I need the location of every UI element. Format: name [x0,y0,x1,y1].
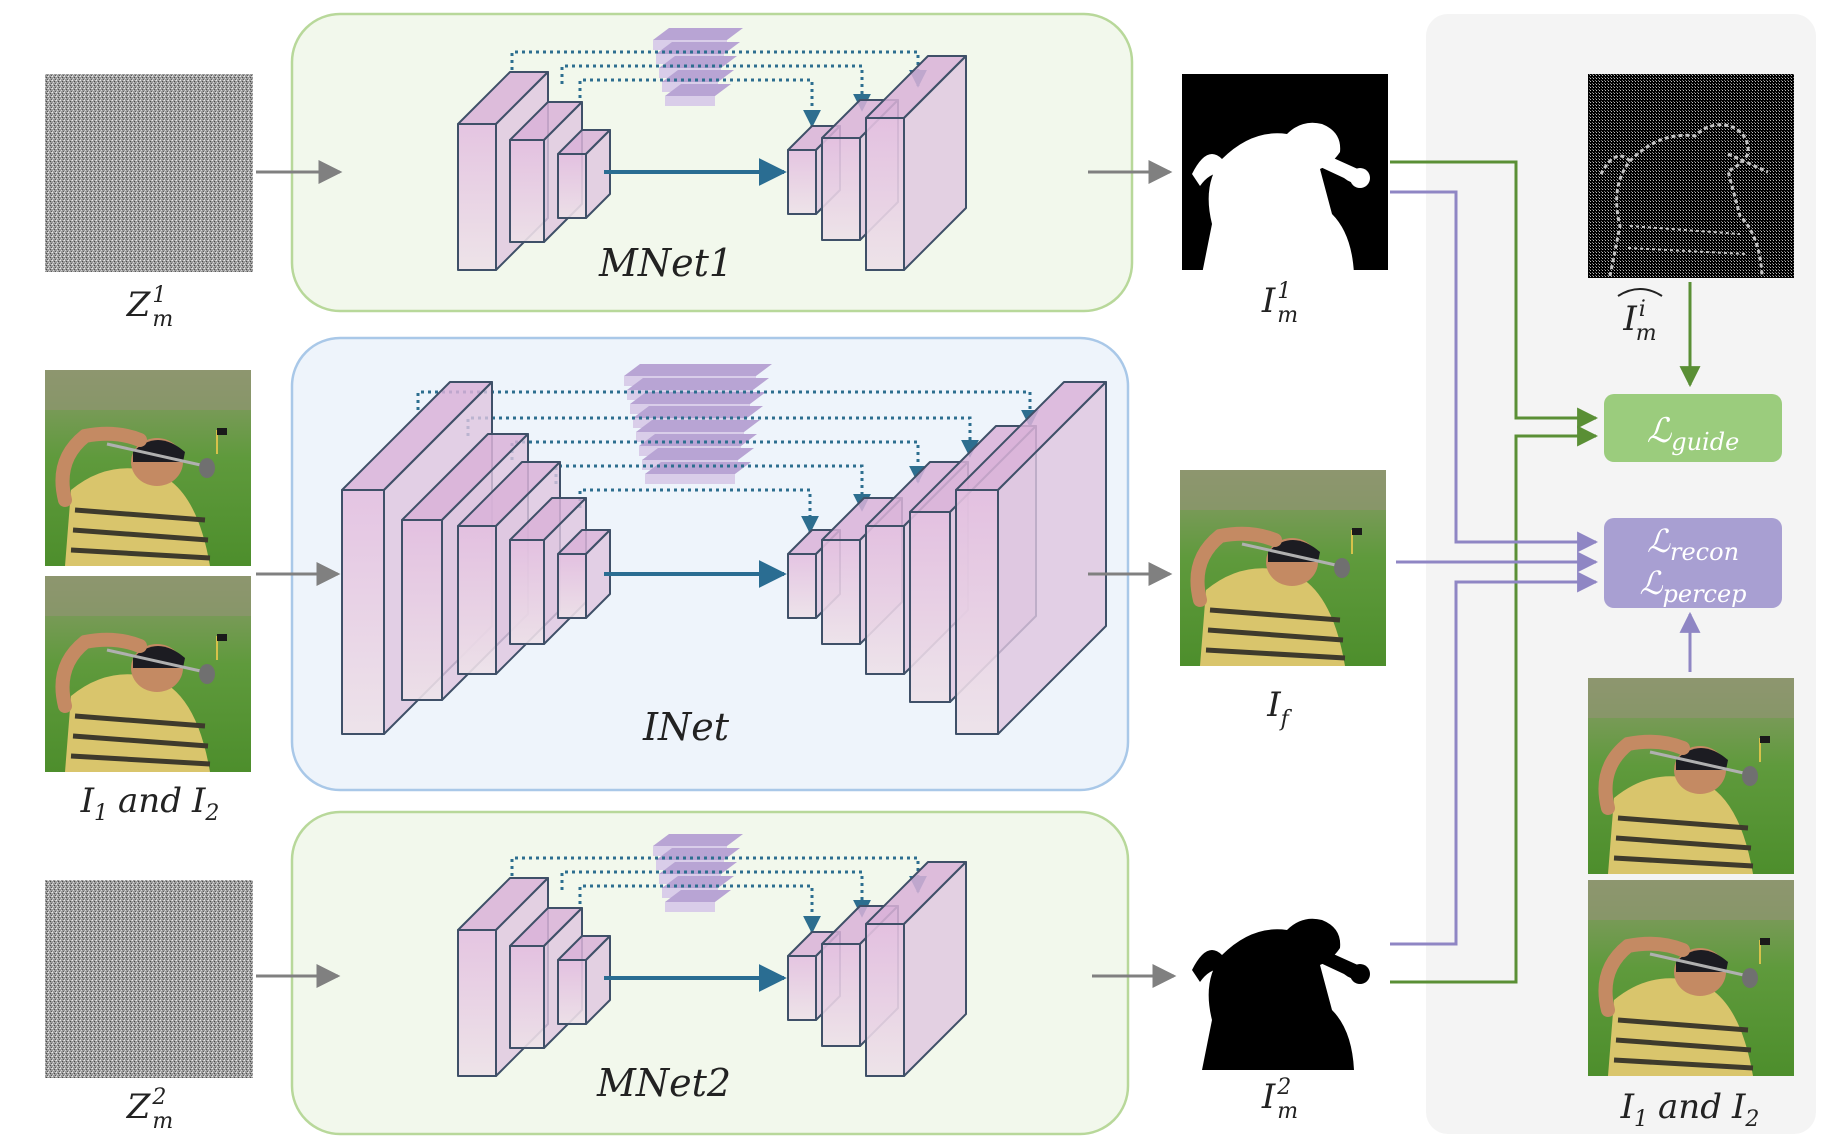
reference-image-1 [1588,678,1794,874]
reference-image-2 [1588,880,1794,1076]
recon-percep-loss-box [1604,518,1782,608]
path-mask1-to-guide [1390,160,1599,429]
path-mask2-to-guide [1390,425,1599,984]
skip-connection-3 [578,78,821,128]
decoder-block-3 [865,55,967,271]
inet-label: INet [642,705,730,749]
fused-output-image [1180,470,1386,666]
path-mask2-to-recon [1390,571,1599,946]
input-image-2 [45,576,251,772]
path-mask1-to-recon [1390,190,1599,553]
encoder-block-3 [557,935,611,1025]
bottleneck-stack [624,364,772,484]
mnet2-unet [457,834,967,1077]
fused-label: If [1266,685,1292,732]
decoder-block-5 [955,381,1107,735]
inet-unet [341,364,1107,735]
noise-input-1 [45,74,253,272]
encoder-block-5 [557,529,611,619]
skip-connection-2 [560,64,871,112]
mnet1-unet [457,28,967,271]
skip-connection-2 [560,870,871,918]
skip-connection-1 [416,390,1039,428]
mnet1-label: MNet1 [598,241,733,285]
percep-loss-label: ℒpercep [1639,564,1746,608]
guide-loss-label: ℒguide [1647,411,1740,456]
mnet2-label: MNet2 [596,1061,731,1105]
guide-image [1588,74,1794,278]
decoder-block-3 [865,861,967,1077]
noise-input-2 [45,880,253,1078]
input-image-1 [45,370,251,566]
bottleneck-stack [653,834,743,912]
mask-output-1 [1182,74,1388,274]
skip-connection-3 [578,884,821,934]
mask-output-2 [1182,882,1388,1070]
recon-loss-label: ℒrecon [1647,522,1739,566]
encoder-block-3 [557,129,611,219]
hat-accent [1617,288,1663,297]
guide-loss-box [1604,394,1782,462]
